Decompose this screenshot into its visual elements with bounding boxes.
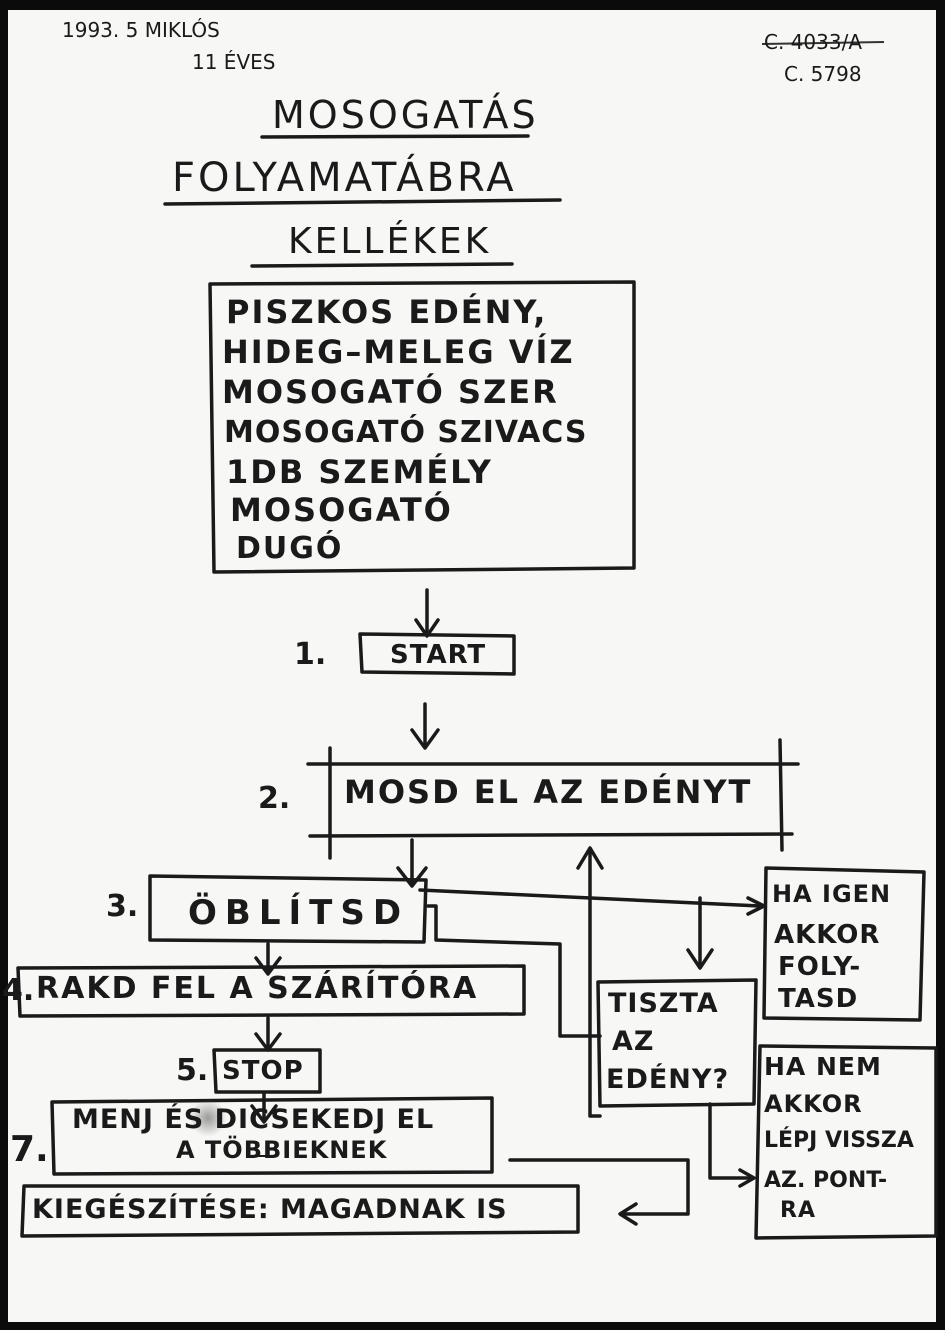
requirement-item: MOSOGATÓ bbox=[230, 491, 453, 529]
requirement-item: MOSOGATÓ SZIVACS bbox=[224, 415, 588, 450]
title-underline-3 bbox=[250, 262, 514, 268]
step7-label-line2: A TÖBBIEKNEK bbox=[176, 1136, 388, 1164]
step-number-4: 4. bbox=[2, 973, 35, 1008]
arrow-head-step3 bbox=[396, 866, 428, 888]
step2-label: MOSD EL AZ EDÉNYT bbox=[344, 773, 753, 811]
no-line4: AZ. PONT- bbox=[764, 1168, 888, 1193]
step-number-7: 7. bbox=[10, 1129, 49, 1170]
line-step3-to-decision bbox=[426, 904, 602, 1038]
no-box bbox=[754, 1044, 938, 1240]
yes-line2: AKKOR bbox=[774, 920, 881, 950]
step2-bottom-line bbox=[308, 832, 794, 838]
step4-label: RAKD FEL A SZÁRÍTÓRA bbox=[36, 971, 479, 1006]
yes-line3: FOLY- bbox=[778, 952, 862, 982]
step4-box bbox=[16, 964, 526, 1018]
step7-label-line1: MENJ ÉS DICSEKEDJ EL bbox=[72, 1104, 435, 1135]
no-line2: AKKOR bbox=[764, 1090, 863, 1118]
step3-box bbox=[148, 874, 428, 944]
requirement-item: 1DB SZEMÉLY bbox=[226, 453, 493, 491]
step-number-3: 3. bbox=[106, 889, 139, 924]
step-number-1: 1. bbox=[294, 637, 327, 672]
no-line3: LÉPJ VISSZA bbox=[764, 1128, 914, 1153]
extra-box bbox=[20, 1184, 580, 1238]
title-line-2: FOLYAMATÁBRA bbox=[172, 155, 517, 201]
note-archive-struck: C. 4033/A bbox=[764, 30, 862, 54]
arrow-head-step2 bbox=[410, 728, 440, 750]
strike-line bbox=[761, 41, 885, 45]
step5-box bbox=[212, 1048, 322, 1094]
requirement-item: PISZKOS EDÉNY, bbox=[226, 293, 548, 331]
yes-line4: TASD bbox=[778, 984, 859, 1014]
loop-back-line bbox=[588, 848, 602, 1118]
ink-smudge bbox=[190, 1098, 226, 1138]
requirement-item: MOSOGATÓ SZER bbox=[222, 373, 559, 411]
arrow-head-decision bbox=[686, 948, 714, 970]
step3-label: ÖBLÍTSD bbox=[188, 893, 410, 933]
no-line5: RA bbox=[780, 1198, 816, 1223]
requirements-box bbox=[208, 280, 636, 574]
note-age: 11 ÉVES bbox=[192, 50, 276, 74]
title-underline-2 bbox=[163, 198, 562, 206]
title-underline-1 bbox=[260, 134, 530, 139]
step-number-5: 5. bbox=[176, 1053, 209, 1088]
title-line-3: KELLÉKEK bbox=[288, 221, 492, 262]
decision-line2: AZ bbox=[612, 1026, 655, 1057]
paper-sheet bbox=[8, 10, 936, 1322]
decision-box bbox=[596, 978, 758, 1108]
arrow-head-step4 bbox=[254, 956, 282, 976]
requirement-item: DUGÓ bbox=[236, 531, 344, 566]
arrow-head-extra bbox=[618, 1202, 638, 1226]
decision-line3: EDÉNY? bbox=[606, 1064, 730, 1095]
note-archive: C. 5798 bbox=[784, 62, 862, 86]
step2-right-bar bbox=[778, 738, 784, 852]
step7-box bbox=[50, 1096, 494, 1176]
decision-line1: TISZTA bbox=[608, 988, 719, 1019]
note-date-name: 1993. 5 MIKLÓS bbox=[62, 18, 220, 42]
extra-label: KIEGÉSZÍTÉSE: MAGADNAK IS bbox=[32, 1194, 508, 1225]
line-to-extra bbox=[508, 1158, 690, 1216]
line-decision-to-no bbox=[708, 1102, 754, 1180]
no-line1: HA NEM bbox=[764, 1052, 882, 1081]
yes-box bbox=[762, 866, 926, 1022]
start-box bbox=[358, 632, 516, 676]
stop-label: STOP bbox=[222, 1056, 304, 1086]
arrow-head-no bbox=[738, 1168, 756, 1188]
requirement-item: HIDEG–MELEG VÍZ bbox=[222, 333, 575, 371]
arrow-head-loop bbox=[576, 846, 604, 870]
arrow-head-step7 bbox=[250, 1104, 278, 1124]
start-label: START bbox=[390, 640, 487, 670]
step-number-2: 2. bbox=[258, 781, 291, 816]
yes-line1: HA IGEN bbox=[772, 880, 892, 908]
title-line-1: MOSOGATÁS bbox=[272, 93, 539, 137]
